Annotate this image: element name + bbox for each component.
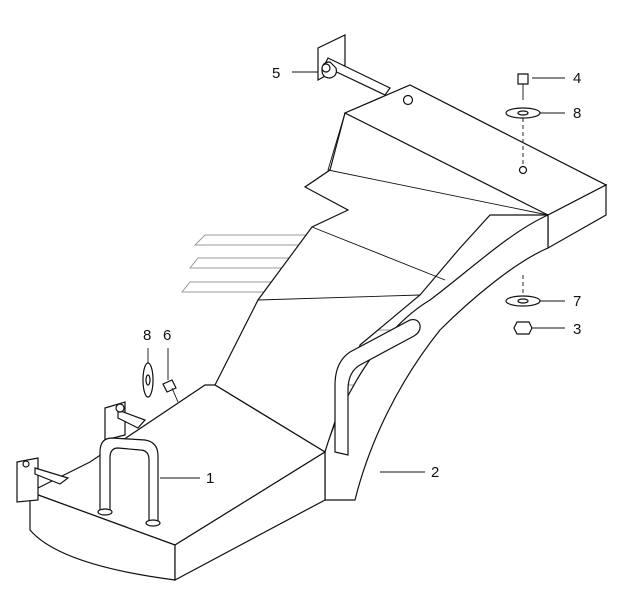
callout-labels: 5 4 8 7 3 8 6 1 2: [143, 65, 581, 487]
leader-lines: [147, 71, 565, 479]
nut: [513, 321, 533, 335]
side-rail: [334, 318, 421, 456]
callout-8-top: 8: [573, 105, 581, 122]
end-bracket-left: [16, 457, 70, 503]
callout-6: 6: [163, 327, 171, 344]
callout-3: 3: [573, 321, 581, 338]
callout-1: 1: [206, 470, 214, 487]
mounting-bracket-tube: [317, 34, 391, 96]
washer-left: [142, 362, 154, 398]
end-bracket-upper: [104, 401, 147, 441]
callout-8-left: 8: [143, 327, 151, 344]
callout-4: 4: [573, 70, 581, 87]
callout-5: 5: [272, 65, 280, 82]
bolt-top: [517, 73, 529, 100]
bolt-left: [162, 379, 179, 403]
grab-handle: [97, 437, 161, 527]
callout-2: 2: [431, 464, 439, 481]
washer-lower: [505, 275, 541, 307]
callout-7: 7: [573, 293, 581, 310]
